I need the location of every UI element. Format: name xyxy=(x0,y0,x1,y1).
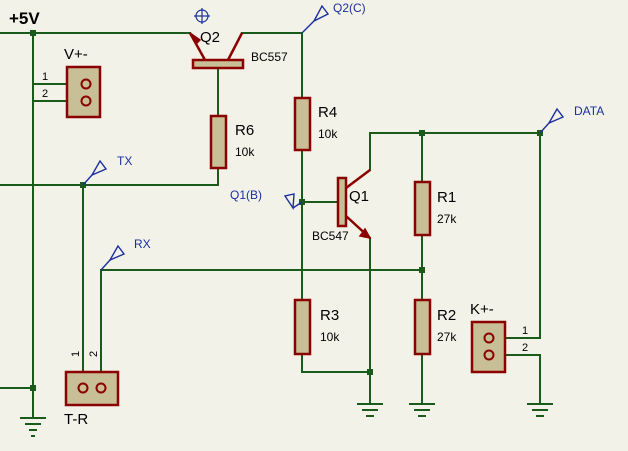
net-label-rx[interactable]: RX xyxy=(100,237,151,271)
net-label-data-text: DATA xyxy=(574,104,604,118)
resistor-r3[interactable]: R3 10k xyxy=(293,298,340,356)
wires xyxy=(0,32,541,419)
connector-kplus[interactable]: K+- 1 2 xyxy=(470,301,528,374)
probe-crosshair-icon xyxy=(194,8,210,24)
vplus-pin2: 2 xyxy=(42,88,48,100)
r3-value: 10k xyxy=(320,330,340,344)
net-label-tx[interactable]: TX xyxy=(82,154,132,186)
supply-label: +5V xyxy=(9,9,40,28)
net-label-q2c[interactable]: Q2(C) xyxy=(301,1,366,34)
r2-ref: R2 xyxy=(437,307,456,324)
vplus-pin1: 1 xyxy=(42,71,48,83)
ground-symbol-r2 xyxy=(409,403,435,417)
q2-part: BC557 xyxy=(251,50,288,64)
tr-ref: T-R xyxy=(64,411,88,428)
tr-pin2: 2 xyxy=(88,351,100,357)
r1-value: 27k xyxy=(437,212,457,226)
vplus-ref: V+- xyxy=(64,46,88,63)
q1-part: BC547 xyxy=(312,229,349,243)
r6-value: 10k xyxy=(235,145,255,159)
r3-ref: R3 xyxy=(320,307,339,324)
q1-ref: Q1 xyxy=(349,188,369,205)
net-label-rx-text: RX xyxy=(134,237,151,251)
net-label-q2c-text: Q2(C) xyxy=(333,1,366,15)
r6-ref: R6 xyxy=(235,122,254,139)
transistor-q1[interactable]: Q1 BC547 xyxy=(312,169,372,243)
ground-symbol-q1 xyxy=(357,403,383,417)
r2-value: 27k xyxy=(437,330,457,344)
r4-ref: R4 xyxy=(318,104,337,121)
net-label-q1b-text: Q1(B) xyxy=(230,188,262,202)
r4-value: 10k xyxy=(318,127,338,141)
kplus-ref: K+- xyxy=(470,301,494,318)
resistor-r6[interactable]: R6 10k xyxy=(209,114,255,170)
net-label-data[interactable]: DATA xyxy=(539,104,604,134)
resistor-r1[interactable]: R1 27k xyxy=(413,180,457,237)
tr-pin1: 1 xyxy=(70,351,82,357)
net-label-q1b[interactable]: Q1(B) xyxy=(230,188,303,211)
resistor-r2[interactable]: R2 27k xyxy=(413,298,457,356)
r1-ref: R1 xyxy=(437,189,456,206)
transistor-q2[interactable]: Q2 BC557 xyxy=(188,29,288,70)
net-label-tx-text: TX xyxy=(117,154,132,168)
kplus-pin2: 2 xyxy=(522,342,528,354)
q2-ref: Q2 xyxy=(200,29,220,46)
connector-vplus[interactable]: V+- 1 2 xyxy=(42,46,102,119)
junctions xyxy=(30,30,543,391)
ground-symbol-k xyxy=(527,403,553,417)
resistor-r4[interactable]: R4 10k xyxy=(293,96,338,152)
kplus-pin1: 1 xyxy=(522,325,528,337)
ground-symbol-left xyxy=(20,417,46,437)
connector-tr[interactable]: T-R 1 2 xyxy=(64,351,120,428)
